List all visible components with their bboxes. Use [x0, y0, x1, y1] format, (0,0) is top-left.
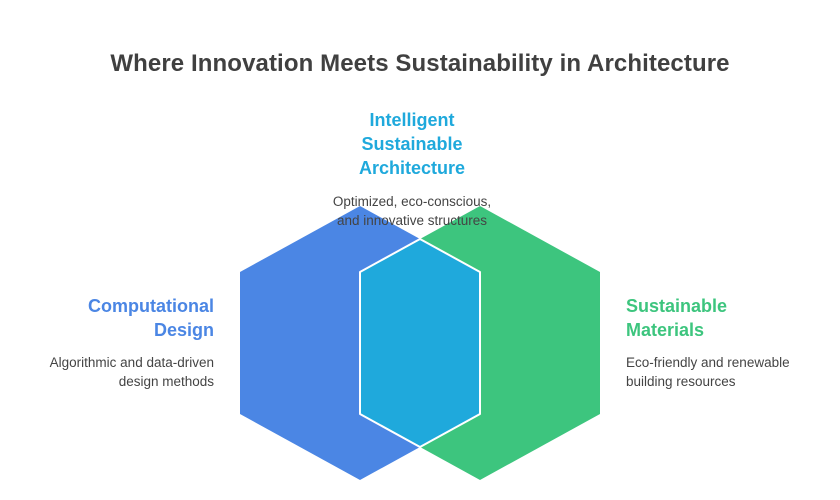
intersection-heading-line-2: Sustainable: [361, 134, 463, 154]
intersection-description-line-2: and innovative structures: [336, 213, 488, 228]
intersection-heading-line-1: Intelligent: [369, 110, 455, 130]
diagram-title: Where Innovation Meets Sustainability in…: [110, 50, 730, 77]
computational-design-heading-line-2: Design: [153, 320, 214, 340]
computational-design-description-line-1: Algorithmic and data-driven: [49, 355, 214, 370]
computational-design-description-line-2: design methods: [118, 374, 214, 389]
sustainable-materials-heading-line-2: Materials: [626, 320, 705, 340]
intersection-hexagon: [359, 238, 481, 448]
sustainable-materials-description: Eco-friendly and renewable building reso…: [626, 353, 836, 391]
intersection-heading: Intelligent Sustainable Architecture: [290, 108, 534, 180]
sustainable-materials-heading: Sustainable Materials: [626, 294, 826, 342]
computational-design-heading-line-1: Computational: [88, 296, 214, 316]
sustainable-materials-heading-line-1: Sustainable: [626, 296, 728, 316]
intersection-description-line-1: Optimized, eco-conscious,: [332, 194, 492, 209]
sustainable-materials-description-line-1: Eco-friendly and renewable: [626, 355, 790, 370]
sustainable-materials-description-line-2: building resources: [626, 374, 736, 389]
intersection-description: Optimized, eco-conscious, and innovative…: [290, 192, 534, 230]
computational-design-heading: Computational Design: [20, 294, 214, 342]
intersection-heading-line-3: Architecture: [358, 158, 466, 178]
computational-design-description: Algorithmic and data-driven design metho…: [14, 353, 214, 391]
